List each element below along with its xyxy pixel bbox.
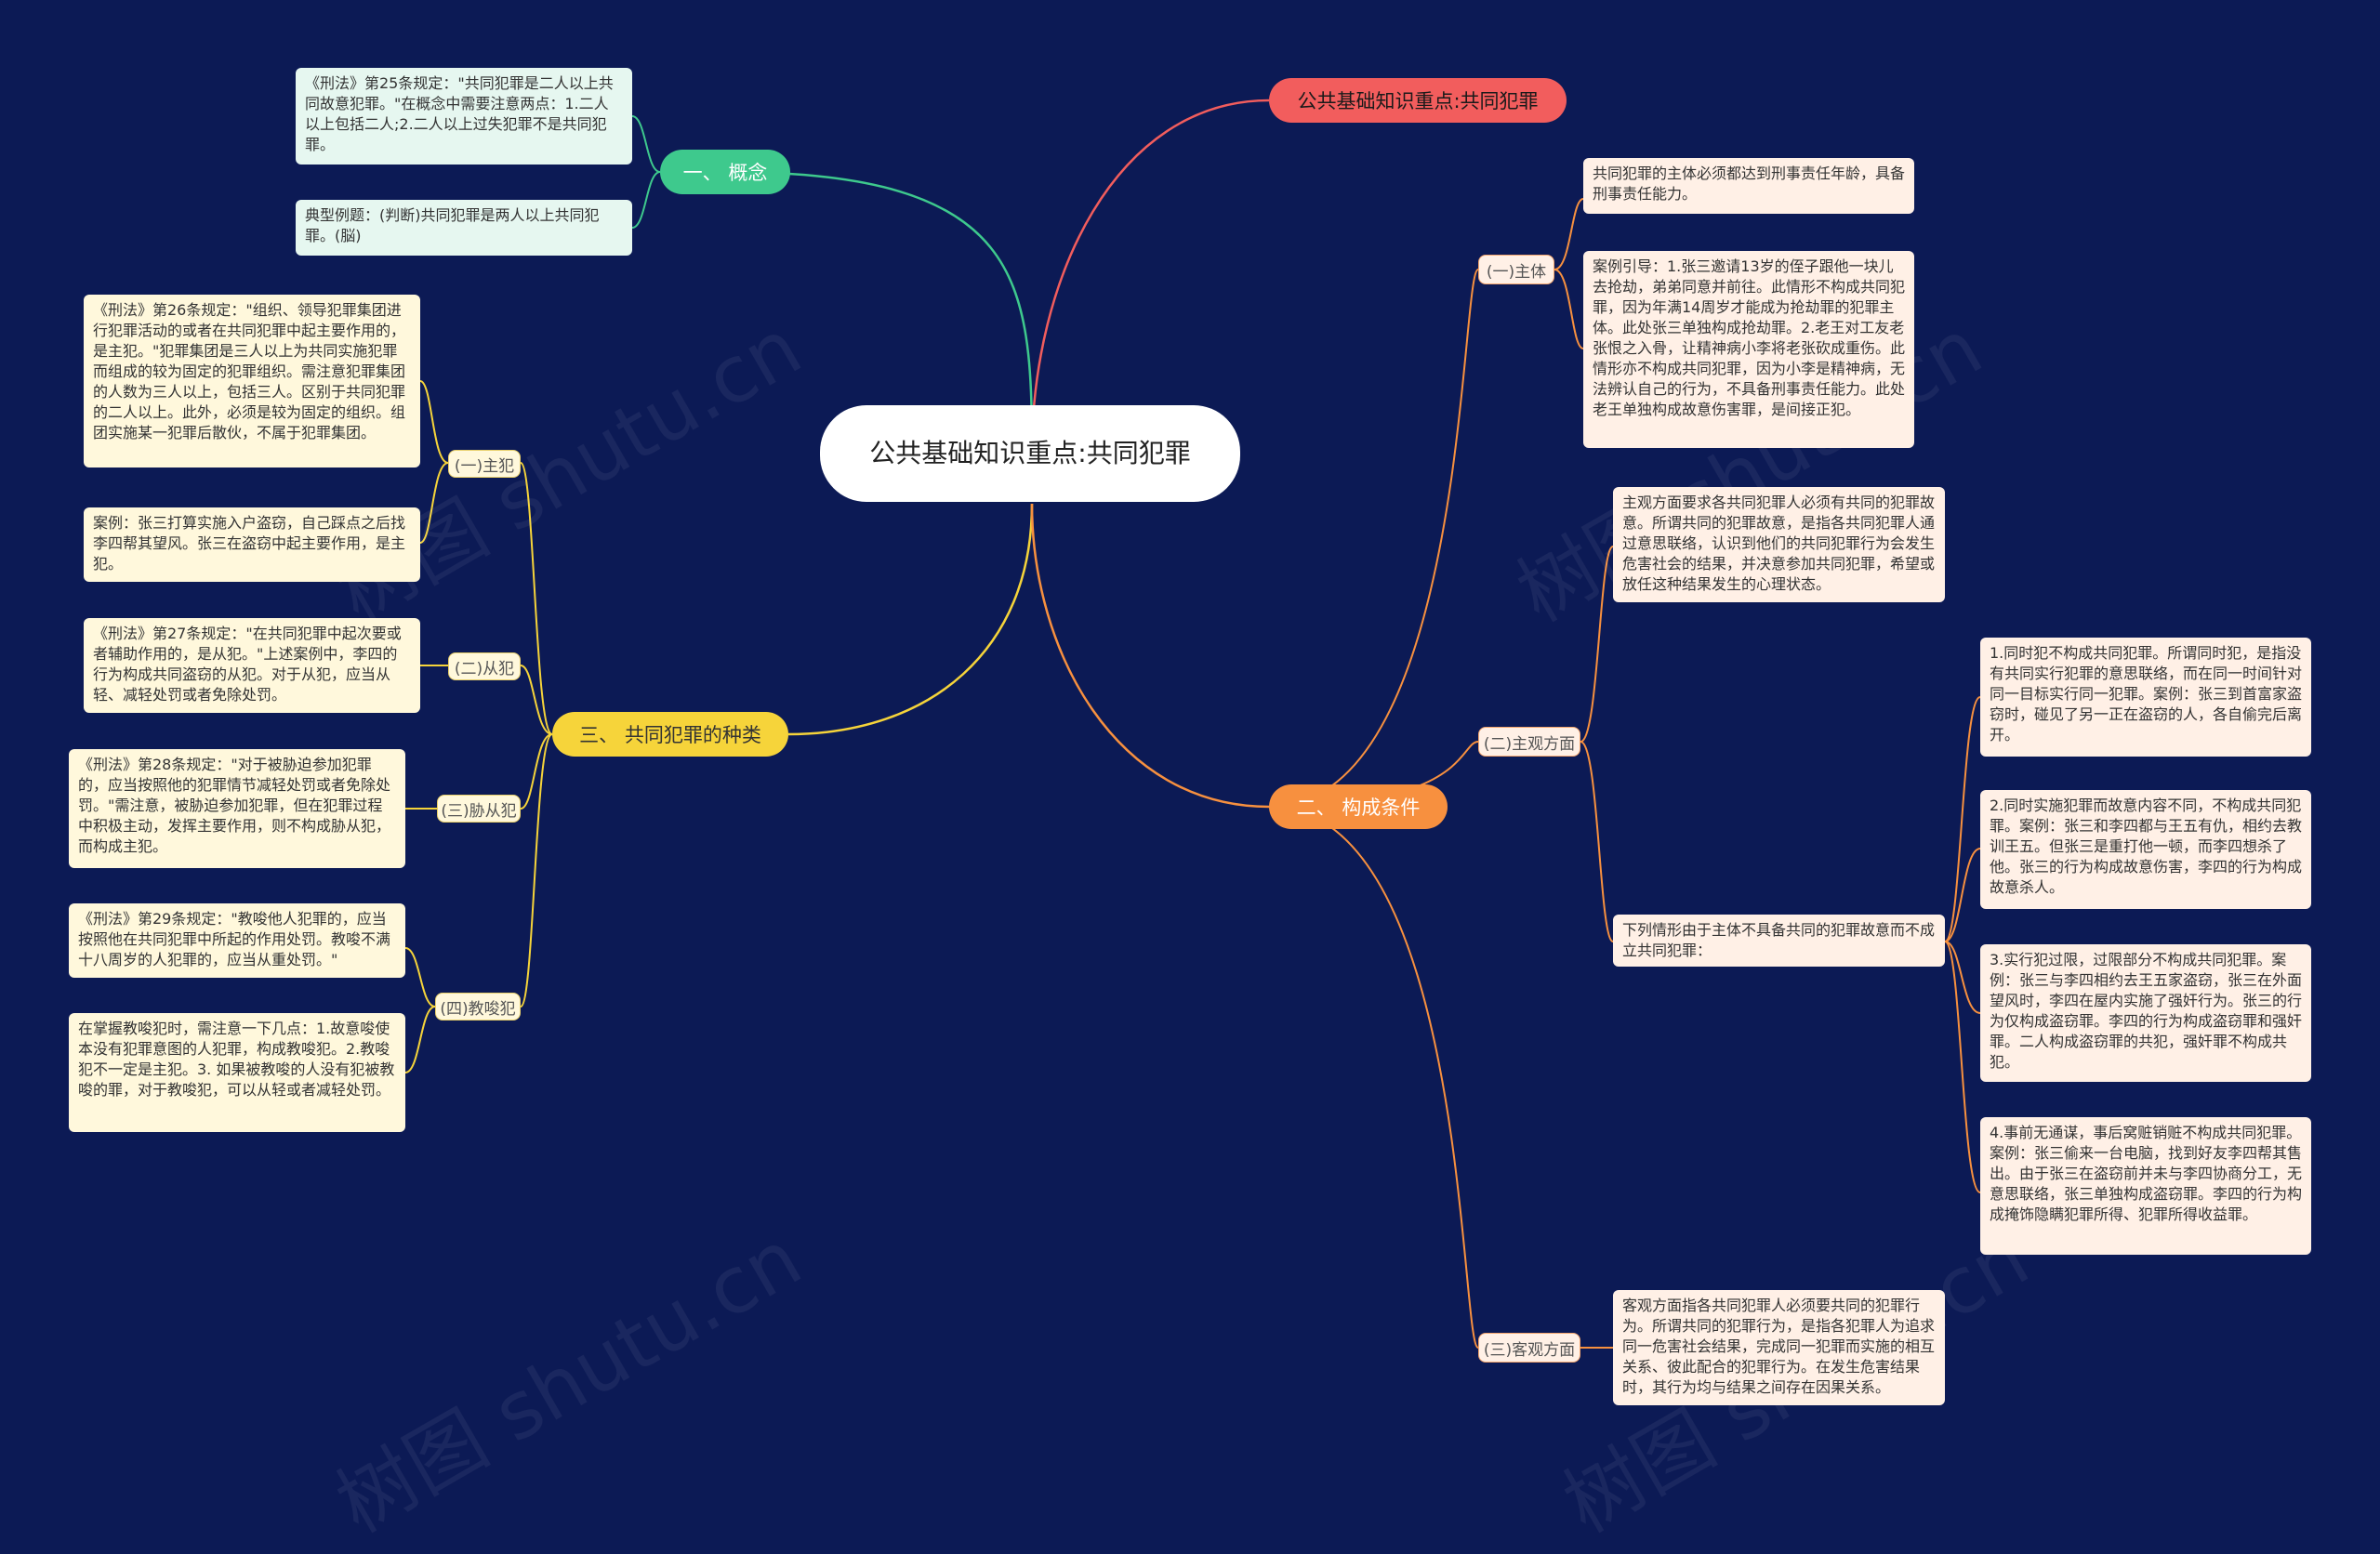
condition-objective-text: 客观方面指各共同犯罪人必须要共同的犯罪行为。所谓共同的犯罪行为，是指各犯罪人为追… [1613, 1290, 1945, 1405]
type-accessory-text: 《刑法》第27条规定："在共同犯罪中起次要或者辅助作用的，是从犯。"上述案例中，… [84, 618, 420, 713]
type-instigator-label[interactable]: (四)教唆犯 [435, 993, 521, 1021]
branch-types[interactable]: 三、 共同犯罪的种类 [552, 712, 788, 757]
condition-subjective-text: 主观方面要求各共同犯罪人必须有共同的犯罪故意。所谓共同的犯罪故意，是指各共同犯罪… [1613, 487, 1945, 602]
subjective-case-4: 4.事前无通谋，事后窝赃销赃不构成共同犯罪。案例：张三偷来一台电脑，找到好友李四… [1980, 1117, 2311, 1255]
branch-title-tag-label: 公共基础知识重点:共同犯罪 [1297, 90, 1539, 112]
condition-subject-case: 案例引导：1.张三邀请13岁的侄子跟他一块儿去抢劫，弟弟同意并前往。此情形不构成… [1583, 251, 1914, 448]
type-coerced-text: 《刑法》第28条规定："对于被胁迫参加犯罪的，应当按照他的犯罪情节减轻处罚或者免… [69, 749, 405, 868]
concept-text-definition: 《刑法》第25条规定："共同犯罪是二人以上共同故意犯罪。"在概念中需要注意两点：… [296, 68, 632, 165]
condition-subjective-sublabel: 下列情形由于主体不具备共同的犯罪故意而不成立共同犯罪： [1613, 915, 1945, 967]
branch-concept-label: 一、 概念 [682, 162, 768, 184]
type-instigator-text: 《刑法》第29条规定："教唆他人犯罪的，应当按照他在共同犯罪中所起的作用处罚。教… [69, 903, 405, 978]
type-principal-case: 案例：张三打算实施入户盗窃，自己踩点之后找李四帮其望风。张三在盗窃中起主要作用，… [84, 507, 420, 582]
type-accessory-label[interactable]: (二)从犯 [448, 652, 521, 680]
type-principal-text: 《刑法》第26条规定："组织、领导犯罪集团进行犯罪活动的或者在共同犯罪中起主要作… [84, 295, 420, 468]
type-coerced-label[interactable]: (三)胁从犯 [437, 795, 521, 823]
concept-text-example: 典型例题：(判断)共同犯罪是两人以上共同犯罪。(脳) [296, 200, 632, 256]
branch-conditions[interactable]: 二、 构成条件 [1269, 784, 1448, 829]
condition-objective-label[interactable]: (三)客观方面 [1478, 1333, 1580, 1363]
connector-lines [404, 99, 1981, 1349]
condition-subject-text: 共同犯罪的主体必须都达到刑事责任年龄，具备刑事责任能力。 [1583, 158, 1914, 214]
condition-subject-label[interactable]: (一)主体 [1478, 255, 1554, 284]
branch-types-label: 三、 共同犯罪的种类 [579, 724, 761, 746]
branch-conditions-label: 二、 构成条件 [1296, 797, 1421, 819]
type-instigator-notes: 在掌握教唆犯时，需注意一下几点：1.故意唆使本没有犯罪意图的人犯罪，构成教唆犯。… [69, 1013, 405, 1132]
type-principal-label[interactable]: (一)主犯 [448, 450, 521, 478]
condition-subjective-label[interactable]: (二)主观方面 [1478, 727, 1580, 757]
root-node[interactable]: 公共基础知识重点:共同犯罪 [820, 405, 1240, 502]
subjective-case-3: 3.实行犯过限，过限部分不构成共同犯罪。案例：张三与李四相约去王五家盗窃，张三在… [1980, 944, 2311, 1082]
branch-title-tag[interactable]: 公共基础知识重点:共同犯罪 [1269, 78, 1567, 123]
subjective-case-1: 1.同时犯不构成共同犯罪。所谓同时犯，是指没有共同实行犯罪的意思联络，而在同一时… [1980, 638, 2311, 757]
root-title: 公共基础知识重点:共同犯罪 [869, 438, 1191, 468]
subjective-case-2: 2.同时实施犯罪而故意内容不同，不构成共同犯罪。案例：张三和李四都与王五有仇，相… [1980, 790, 2311, 909]
branch-concept[interactable]: 一、 概念 [660, 150, 790, 194]
